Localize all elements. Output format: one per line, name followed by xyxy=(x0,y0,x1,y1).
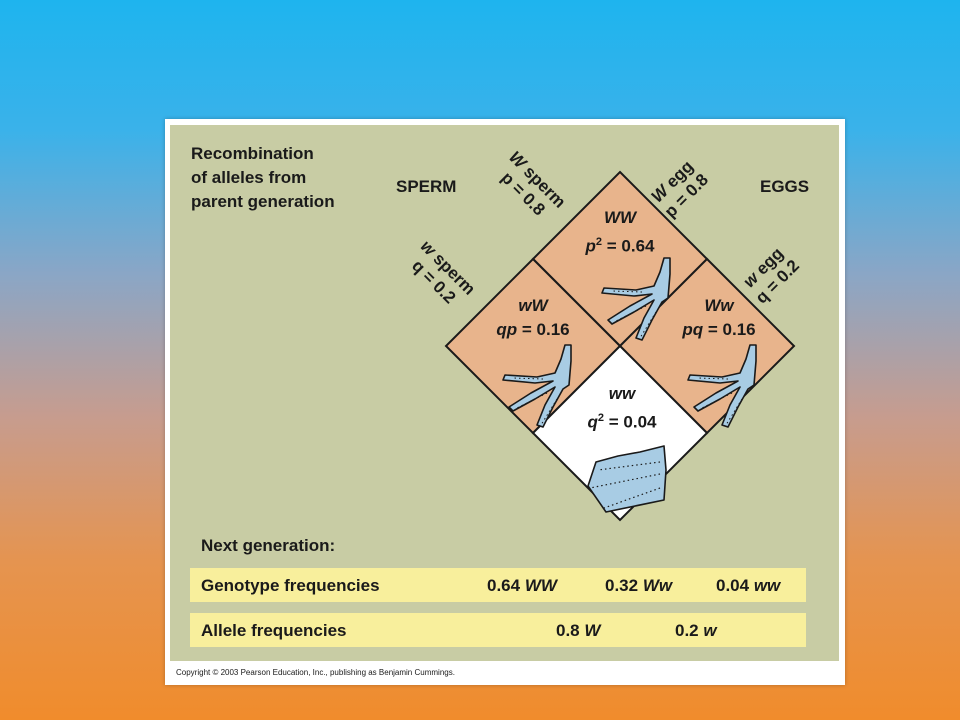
heading-line-3: parent generation xyxy=(191,192,335,211)
cell-Ww-text: Ww pq = 0.16 xyxy=(682,296,756,339)
sperm-label: SPERM xyxy=(396,177,457,196)
genotype-item-WW: 0.64 WW xyxy=(487,576,557,595)
cell-ww-text: ww q2 = 0.04 xyxy=(587,384,657,432)
heading-line-2: of alleles from xyxy=(191,168,307,187)
eggs-label: EGGS xyxy=(760,177,810,196)
genotype-item-ww: 0.04 ww xyxy=(716,576,781,595)
allele-frequencies-bar: Allele frequencies 0.8 W 0.2 w xyxy=(190,613,806,647)
allele-frequencies-label: Allele frequencies xyxy=(201,621,347,640)
heading-line-1: Recombination xyxy=(191,144,314,163)
copyright-notice: Copyright © 2003 Pearson Education, Inc.… xyxy=(176,668,455,677)
cell-wW-text: wW qp = 0.16 xyxy=(496,296,570,339)
next-generation-label: Next generation: xyxy=(201,536,336,555)
genotype-item-Ww: 0.32 Ww xyxy=(605,576,673,595)
webbed-duck-foot-icon xyxy=(587,445,667,513)
cell-WW-text: WW p2 = 0.64 xyxy=(585,208,655,256)
genotype-frequencies-bar: Genotype frequencies 0.64 WW 0.32 Ww 0.0… xyxy=(190,568,806,602)
allele-item-W: 0.8 W xyxy=(556,621,601,640)
allele-item-w: 0.2 w xyxy=(675,621,717,640)
diagram-heading: Recombination of alleles from parent gen… xyxy=(191,142,381,214)
genotype-frequencies-label: Genotype frequencies xyxy=(201,576,380,595)
